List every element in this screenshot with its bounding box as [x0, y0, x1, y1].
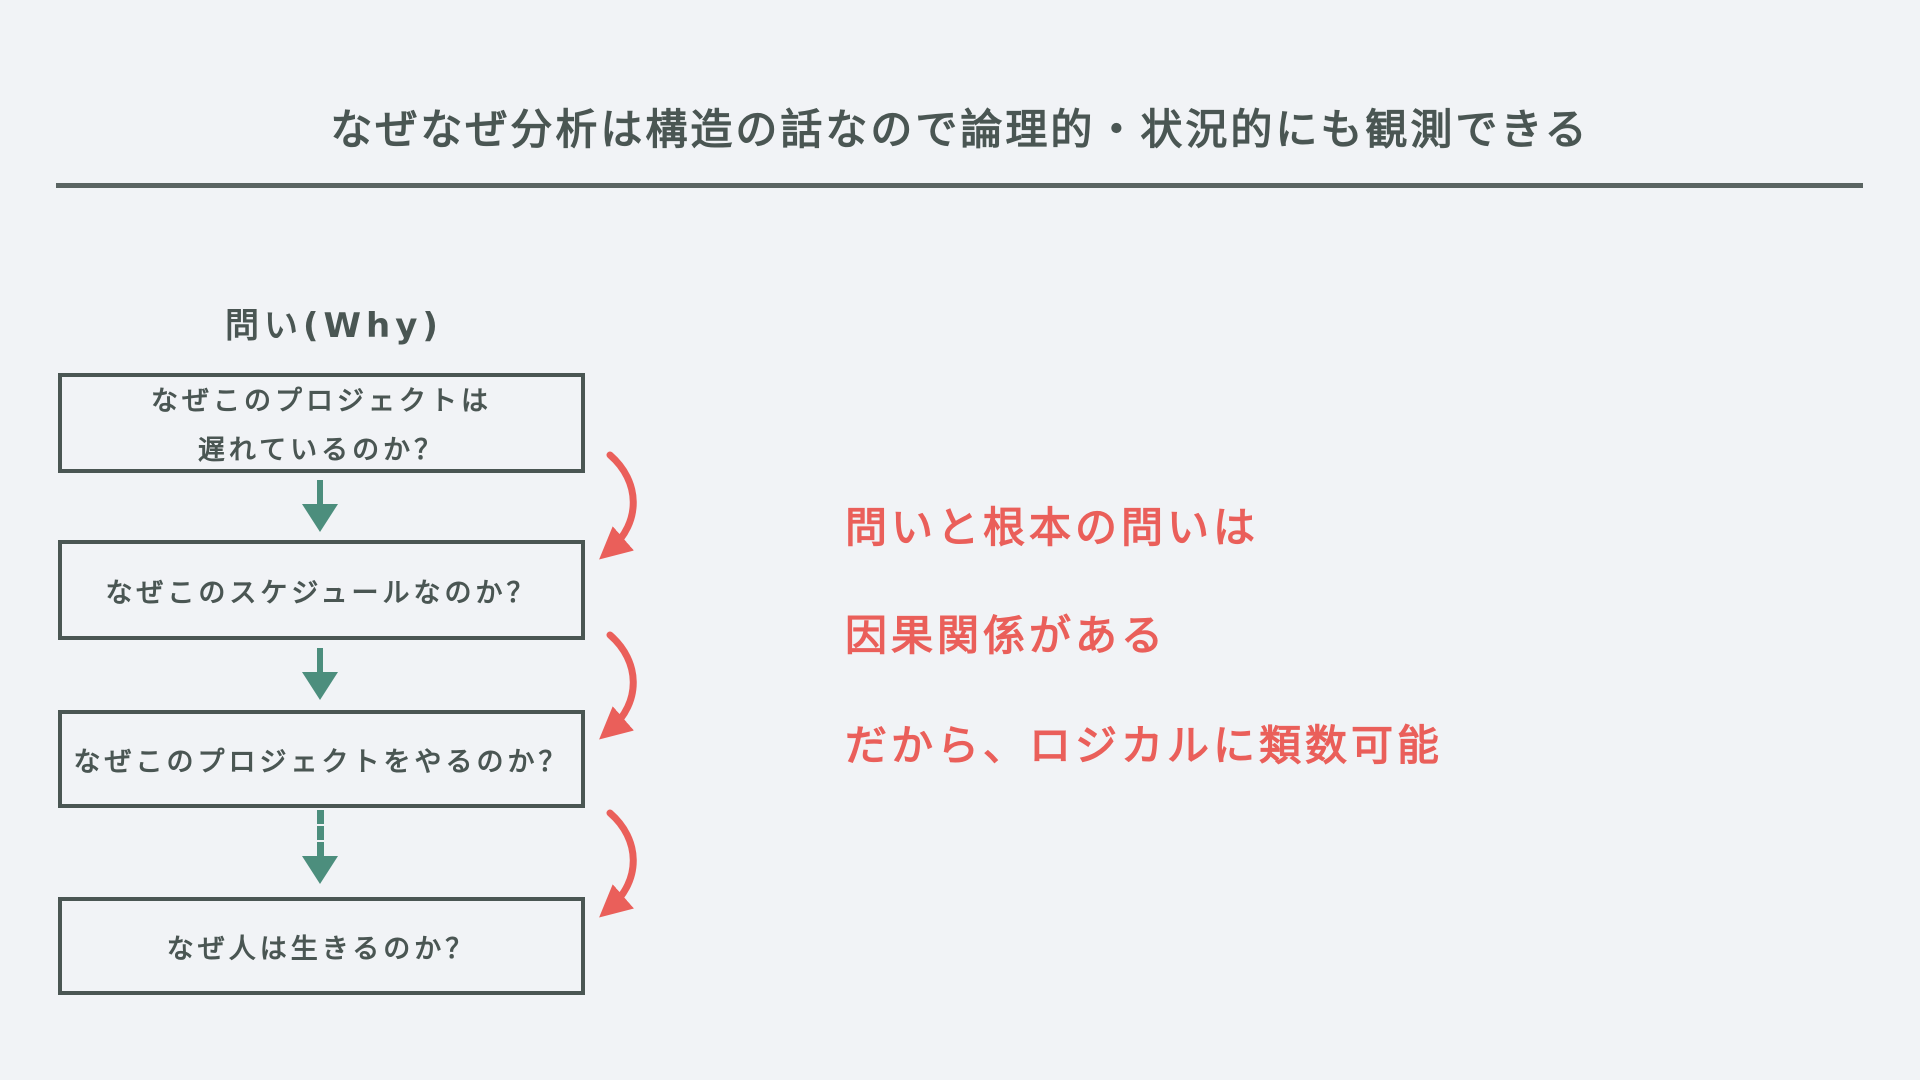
- annotation-line-3: だから、ロジカルに類数可能: [845, 721, 1444, 770]
- down-arrow-head: [302, 856, 338, 884]
- annotation-line-2: 因果関係がある: [845, 611, 1168, 660]
- curved-red-arrow-icon-3: [599, 809, 637, 918]
- page-title: なぜなぜ分析は構造の話なので論理的・状況的にも観測できる: [330, 105, 1590, 154]
- down-arrow-icon-2: [302, 648, 338, 700]
- curved-red-arrow-icon-1: [599, 451, 637, 560]
- why-box-1-line-2: 遅れているのか？: [197, 435, 446, 466]
- why-box-3: なぜこのプロジェクトをやるのか？: [58, 710, 585, 808]
- why-box-1: なぜこのプロジェクトは 遅れているのか？: [58, 373, 585, 473]
- title-underline: [56, 183, 1863, 188]
- down-arrow-stem: [317, 480, 323, 504]
- curved-red-arrow-icon-2: [599, 631, 637, 740]
- down-arrow-head: [302, 672, 338, 700]
- annotation-line-1: 問いと根本の問いは: [845, 503, 1260, 552]
- down-arrow-stem: [317, 648, 323, 672]
- why-box-4: なぜ人は生きるのか？: [58, 897, 585, 995]
- why-box-4-line-1: なぜ人は生きるのか？: [166, 933, 477, 965]
- why-box-3-line-1: なぜこのプロジェクトをやるのか？: [73, 746, 570, 778]
- why-column-label: 問い(Why): [225, 306, 443, 346]
- down-arrow-head: [302, 504, 338, 532]
- down-arrow-icon-1: [302, 480, 338, 532]
- why-box-2: なぜこのスケジュールなのか？: [58, 540, 585, 640]
- why-box-1-line-1: なぜこのプロジェクトは: [151, 386, 492, 417]
- dashed-down-arrow-stem: [316, 810, 324, 856]
- why-box-2-line-1: なぜこのスケジュールなのか？: [105, 577, 538, 609]
- dashed-down-arrow-icon: [302, 810, 338, 884]
